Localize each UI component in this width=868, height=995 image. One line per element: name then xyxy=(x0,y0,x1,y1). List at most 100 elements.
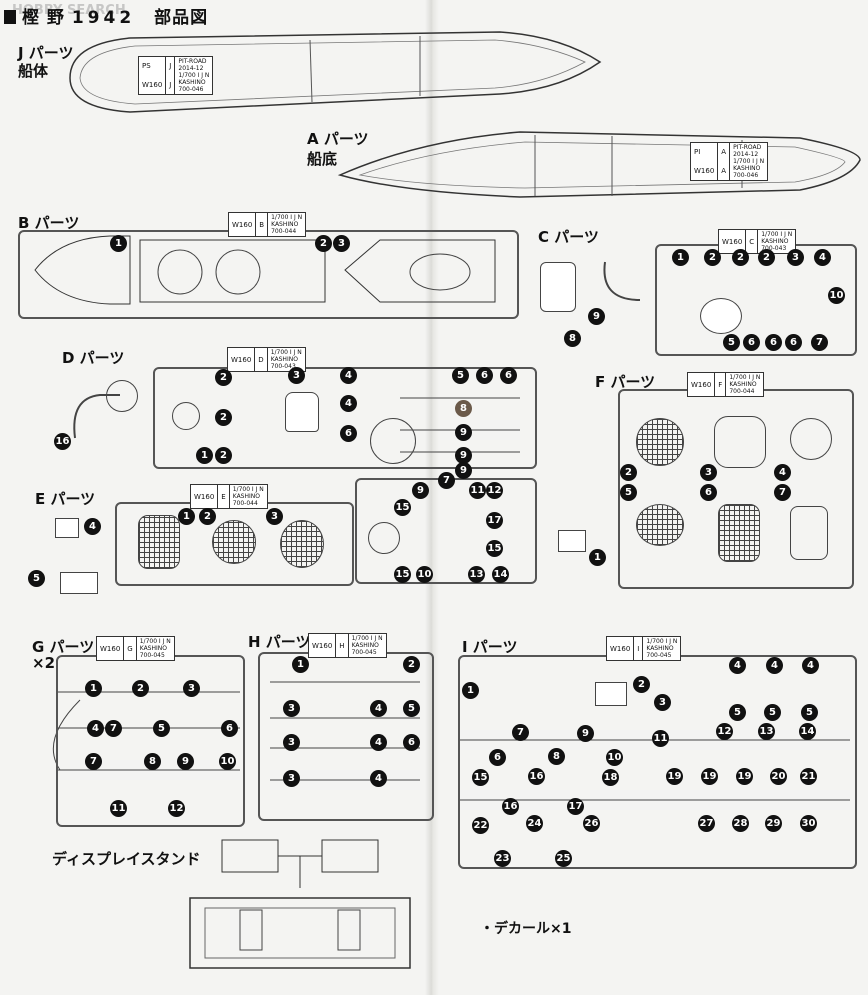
part-number-D-5: 4 xyxy=(340,367,357,384)
part-number-C-9: 6 xyxy=(785,334,802,351)
tag-H-t2: 700-045 xyxy=(351,649,377,656)
part-number-D-21: 15 xyxy=(486,540,503,557)
part-number-D-10: 6 xyxy=(340,425,357,442)
tag-G-t0: 1/700 I J N xyxy=(139,638,171,645)
part-number-G-4: 7 xyxy=(105,720,122,737)
part-number-I-21: 17 xyxy=(567,798,584,815)
part-number-D-25: 14 xyxy=(492,566,509,583)
part-number-G-6: 6 xyxy=(221,720,238,737)
tag-D-c1: D xyxy=(255,348,268,371)
tag-E-t2: 700-044 xyxy=(232,500,258,507)
part-number-I-25: 19 xyxy=(736,768,753,785)
tag-A-c1: A xyxy=(718,143,731,162)
title-suffix: 部品図 xyxy=(154,8,209,28)
part-number-I-35: 29 xyxy=(765,815,782,832)
tag-I-c0: W160 xyxy=(607,637,635,660)
part-number-D-0: 2 xyxy=(215,369,232,386)
tag-D-t2: 700-043 xyxy=(270,363,296,370)
part-number-D-1: 2 xyxy=(215,409,232,426)
part-number-I-29: 23 xyxy=(494,850,511,867)
title-year: 1942 xyxy=(71,8,136,28)
part-number-I-14: 11 xyxy=(652,730,669,747)
tag-E-c0: W160 xyxy=(191,485,219,508)
label-A-sub: 船底 xyxy=(307,150,338,168)
part-number-D-6: 4 xyxy=(340,395,357,412)
part-number-D-9: 6 xyxy=(500,367,517,384)
part-number-I-34: 28 xyxy=(732,815,749,832)
tag-G-t1: KASHINO xyxy=(139,645,167,652)
tag-C-c0: W160 xyxy=(719,230,747,253)
part-number-D-16: 9 xyxy=(412,482,429,499)
tag-F-t1: KASHINO xyxy=(729,381,757,388)
tag-B-c1: B xyxy=(256,213,269,236)
part-number-D-14: 9 xyxy=(455,447,472,464)
part-number-C-0: 1 xyxy=(672,249,689,266)
part-number-F-2: 4 xyxy=(774,464,791,481)
part-number-E-0: 1 xyxy=(178,508,195,525)
part-number-I-0: 1 xyxy=(462,682,479,699)
part-number-H-1: 2 xyxy=(403,656,420,673)
part-E5 xyxy=(60,572,98,594)
tag-I-t2: 700-045 xyxy=(646,652,672,659)
tag-E-t0: 1/700 I J N xyxy=(232,486,264,493)
part-number-G-9: 9 xyxy=(177,753,194,770)
tag-G-c1: G xyxy=(124,637,137,660)
part-number-H-0: 1 xyxy=(292,656,309,673)
part-number-D-13: 9 xyxy=(455,424,472,441)
tag-J-t0: PIT-ROAD xyxy=(178,58,207,65)
tag-J-t3: KASHINO xyxy=(178,79,206,86)
tag-C-t0: 1/700 I J N xyxy=(761,231,793,238)
part-number-G-7: 7 xyxy=(85,753,102,770)
part-number-I-18: 15 xyxy=(472,769,489,786)
part-number-D-2: 1 xyxy=(196,447,213,464)
part-F6-grille xyxy=(718,504,760,562)
label-G-mult: ×2 xyxy=(32,654,56,672)
label-I: I パーツ xyxy=(462,638,518,656)
part-C5 xyxy=(700,298,742,334)
part-number-F-0: 2 xyxy=(620,464,637,481)
part-number-I-17: 14 xyxy=(799,723,816,740)
part-number-E-3: 4 xyxy=(84,518,101,535)
part-F7-ring xyxy=(790,506,828,560)
tag-A-t3: KASHINO xyxy=(733,165,761,172)
part-number-H-8: 3 xyxy=(283,770,300,787)
part-number-D-11: 7 xyxy=(438,472,455,489)
tag-B-t1: KASHINO xyxy=(271,221,299,228)
part-number-I-15: 12 xyxy=(716,723,733,740)
part-number-D-23: 10 xyxy=(416,566,433,583)
part-number-I-9: 6 xyxy=(489,749,506,766)
part-number-I-27: 21 xyxy=(800,768,817,785)
tag-J-t1: 2014-12 xyxy=(178,65,204,72)
part-number-D-12: 8 xyxy=(455,400,472,417)
part-E3-grille xyxy=(280,520,324,568)
tag-J-c3: J xyxy=(166,75,176,94)
part-number-I-32: 26 xyxy=(583,815,600,832)
label-F: F パーツ xyxy=(595,373,656,391)
tag-D-c0: W160 xyxy=(228,348,256,371)
part-number-I-28: 22 xyxy=(472,817,489,834)
part-number-C-8: 6 xyxy=(765,334,782,351)
label-D: D パーツ xyxy=(62,349,125,367)
decal-label: ・デカール×1 xyxy=(480,921,572,937)
display-stand-label: ディスプレイスタンド xyxy=(52,850,201,868)
sprue-I xyxy=(458,655,857,869)
part-number-G-0: 1 xyxy=(85,680,102,697)
tag-A-t1: 2014-12 xyxy=(733,151,759,158)
part-number-C-11: 8 xyxy=(564,330,581,347)
tag-A-t0: PIT-ROAD xyxy=(733,144,762,151)
part-number-G-11: 11 xyxy=(110,800,127,817)
part-number-F-6: 1 xyxy=(589,549,606,566)
part-number-H-4: 5 xyxy=(403,700,420,717)
part-number-D-19: 15 xyxy=(394,499,411,516)
part-I2 xyxy=(595,682,627,706)
part-number-I-22: 18 xyxy=(602,769,619,786)
part-number-I-33: 27 xyxy=(698,815,715,832)
part-number-D-8: 6 xyxy=(476,367,493,384)
part-number-G-5: 5 xyxy=(153,720,170,737)
part-number-C-2: 2 xyxy=(732,249,749,266)
tag-E-t1: KASHINO xyxy=(232,493,260,500)
tag-J-c0: PS xyxy=(139,57,167,76)
